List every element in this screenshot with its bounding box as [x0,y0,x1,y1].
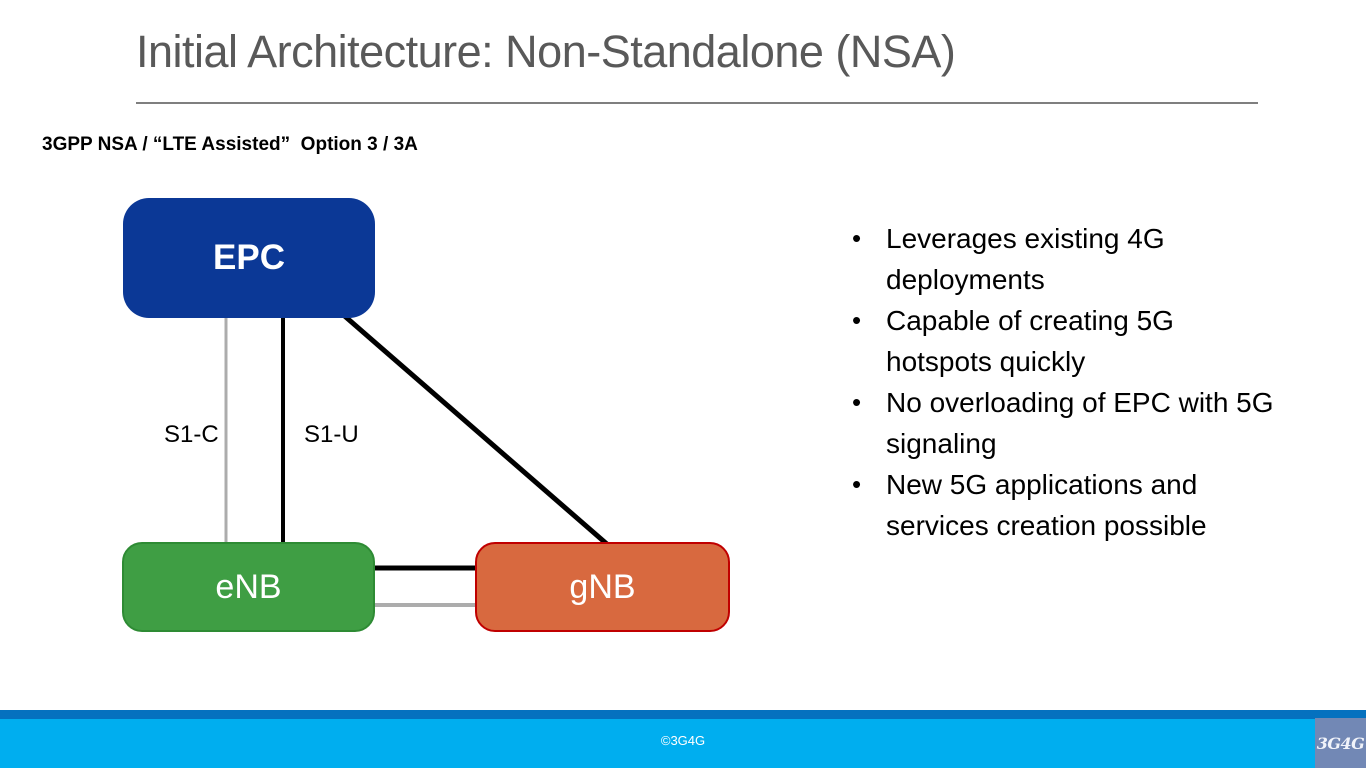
bullet-item: New 5G applications and services creatio… [848,464,1276,546]
bullet-item: Leverages existing 4G deployments [848,218,1276,300]
slide-subtitle: 3GPP NSA / “LTE Assisted” Option 3 / 3A [42,134,418,155]
node-epc-label: EPC [213,238,285,277]
bullet-list: Leverages existing 4G deployments Capabl… [848,218,1276,546]
footer-bar: ©3G4G [0,719,1366,768]
page-title: Initial Architecture: Non-Standalone (NS… [136,26,956,77]
edge-label-s1c: S1-C [164,421,219,448]
node-epc: EPC [123,198,375,318]
edge-label-s1u: S1-U [304,421,359,448]
footer-copyright: ©3G4G [660,733,706,748]
bullet-item: Capable of creating 5G hotspots quickly [848,300,1276,382]
node-gnb-label: gNB [569,567,636,606]
bullet-item: No overloading of EPC with 5G signaling [848,382,1276,464]
footer-strip [0,710,1366,719]
node-enb: eNB [122,542,375,632]
node-gnb: gNB [475,542,730,632]
edge-epc-gnb-line [338,310,610,547]
footer-logo-text: 3G4G [1316,733,1365,753]
title-divider [136,102,1258,104]
footer-logo: 3G4G [1315,718,1366,768]
node-enb-label: eNB [215,567,282,606]
